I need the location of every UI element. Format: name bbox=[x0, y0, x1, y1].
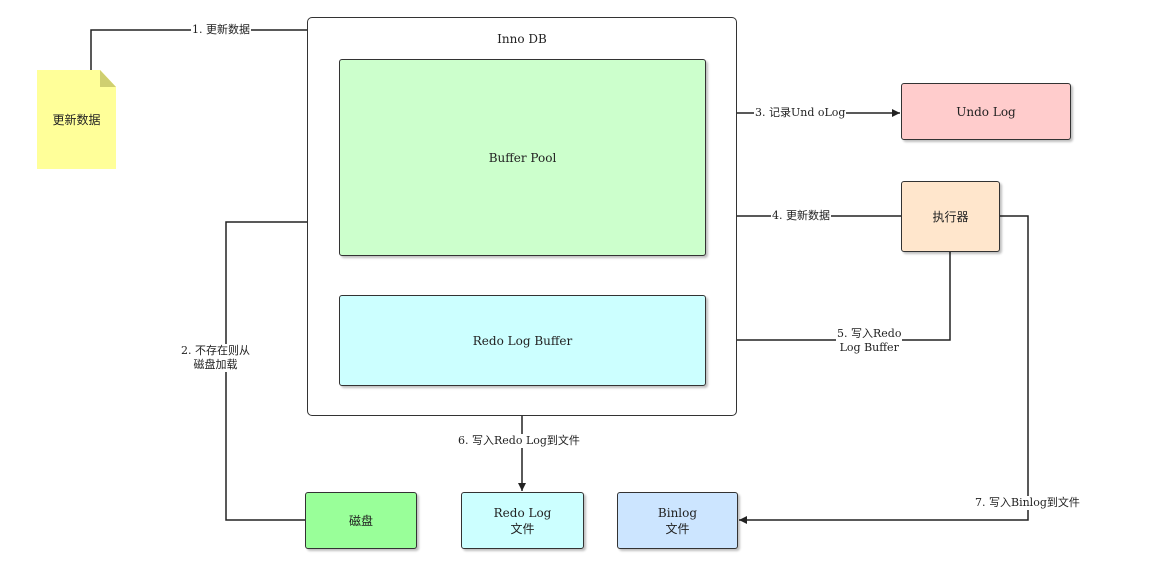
executor-box: 执行器 bbox=[901, 181, 1000, 252]
buffer-pool-box: Buffer Pool bbox=[339, 59, 706, 256]
edge-2-label-line1: 2. 不存在则从 bbox=[181, 344, 250, 357]
undo-log-label: Undo Log bbox=[956, 104, 1016, 119]
edge-5-label-line2: Log Buffer bbox=[839, 341, 899, 354]
edge-1-label: 1. 更新数据 bbox=[191, 23, 251, 37]
executor-label: 执行器 bbox=[932, 209, 969, 224]
undo-log-box: Undo Log bbox=[901, 83, 1071, 140]
redo-log-buffer-box: Redo Log Buffer bbox=[339, 295, 706, 386]
buffer-pool-label: Buffer Pool bbox=[488, 150, 557, 165]
edge-5-label-line1: 5. 写入Redo bbox=[837, 327, 902, 340]
disk-label: 磁盘 bbox=[348, 513, 373, 528]
edge-4-label: 4. 更新数据 bbox=[771, 209, 831, 223]
redo-log-buffer-label: Redo Log Buffer bbox=[472, 333, 573, 348]
disk-box: 磁盘 bbox=[305, 492, 417, 549]
redo-log-file-label-line2: 文件 bbox=[510, 521, 535, 536]
edge-5-line bbox=[706, 252, 951, 344]
edge-6-label: 6. 写入Redo Log到文件 bbox=[457, 434, 581, 448]
binlog-file-label-line2: 文件 bbox=[665, 521, 690, 536]
edge-2-label: 2. 不存在则从 磁盘加载 bbox=[180, 344, 251, 372]
redo-log-file-label-line1: Redo Log bbox=[493, 505, 552, 520]
binlog-file-label-line1: Binlog bbox=[657, 505, 698, 520]
edge-2-label-line2: 磁盘加载 bbox=[193, 358, 238, 371]
edge-7-label: 7. 写入Binlog到文件 bbox=[974, 496, 1081, 510]
update-data-note-label: 更新数据 bbox=[52, 112, 101, 127]
innodb-title: Inno DB bbox=[497, 32, 547, 46]
edge-3-label: 3. 记录Und oLog bbox=[754, 106, 847, 120]
binlog-file-box: Binlog 文件 bbox=[617, 492, 738, 549]
redo-log-file-box: Redo Log 文件 bbox=[461, 492, 584, 549]
edge-5-label: 5. 写入Redo Log Buffer bbox=[836, 327, 903, 355]
edge-7-line bbox=[739, 215, 1029, 524]
